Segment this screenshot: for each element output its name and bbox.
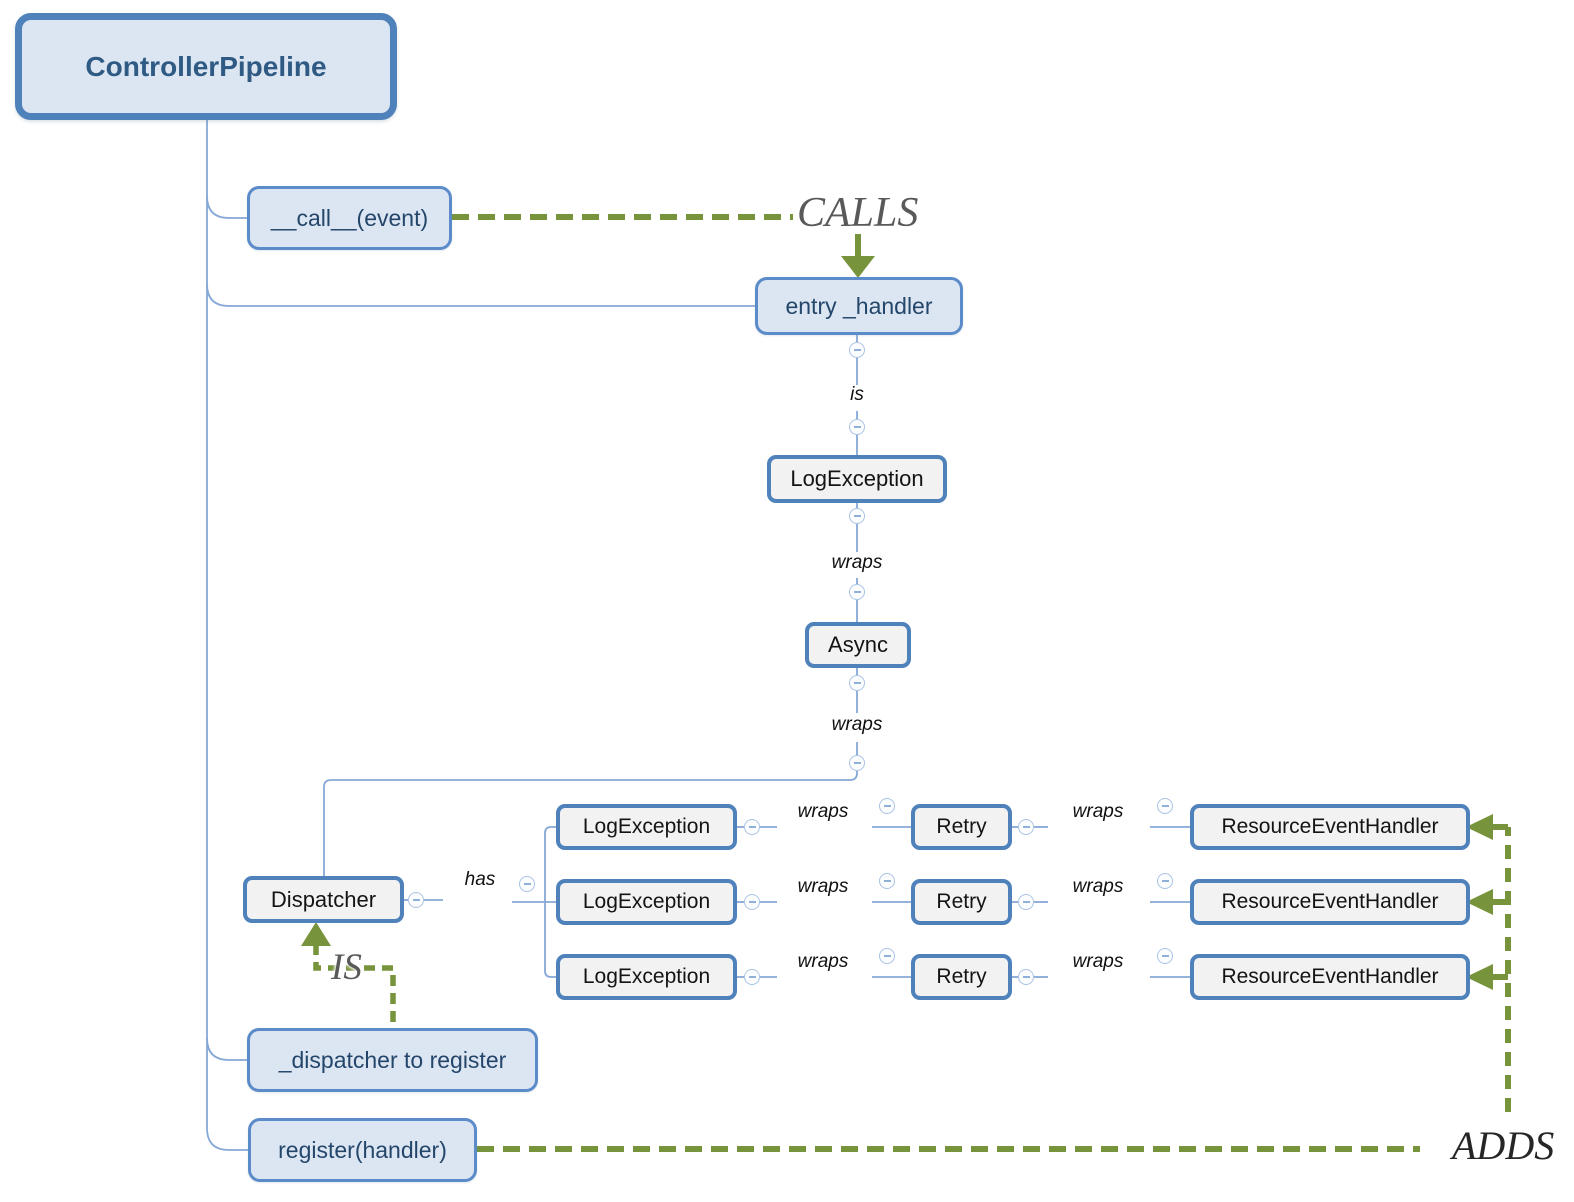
adds-arrowhead: [1466, 814, 1493, 840]
collapse-minus-icon[interactable]: [849, 755, 865, 771]
node-call-method[interactable]: __call__(event): [247, 186, 452, 250]
collapse-minus-icon[interactable]: [1018, 819, 1034, 835]
node-register-method[interactable]: register(handler): [248, 1118, 477, 1182]
collapse-minus-icon[interactable]: [1157, 948, 1173, 964]
relation-label-calls: CALLS: [797, 190, 919, 236]
calls-arrowhead: [841, 256, 875, 278]
collapse-minus-icon[interactable]: [744, 969, 760, 985]
collapse-minus-icon[interactable]: [849, 508, 865, 524]
node-resource-event-handler-row[interactable]: ResourceEventHandler: [1190, 954, 1470, 1000]
edge-label-wraps: wraps: [1072, 951, 1124, 972]
collapse-minus-icon[interactable]: [849, 584, 865, 600]
edge-label-wraps: wraps: [797, 951, 849, 972]
collapse-minus-icon[interactable]: [1018, 969, 1034, 985]
edge-label-is: is: [850, 384, 864, 405]
edge-label-wraps: wraps: [831, 552, 883, 573]
collapse-minus-icon[interactable]: [1157, 873, 1173, 889]
relation-arrows: [301, 214, 1511, 1152]
node-resource-event-handler-row[interactable]: ResourceEventHandler: [1190, 879, 1470, 925]
collapse-minus-icon[interactable]: [1157, 798, 1173, 814]
node-controller-pipeline[interactable]: ControllerPipeline: [15, 13, 397, 120]
edge-label-wraps: wraps: [831, 714, 883, 735]
collapse-minus-icon[interactable]: [879, 948, 895, 964]
edge-label-wraps: wraps: [797, 876, 849, 897]
relation-label-adds: ADDS: [1452, 1123, 1555, 1168]
node-log-exception[interactable]: LogException: [767, 455, 947, 503]
collapse-minus-icon[interactable]: [849, 675, 865, 691]
collapse-minus-icon[interactable]: [408, 892, 424, 908]
node-async[interactable]: Async: [805, 622, 911, 668]
edge-label-wraps: wraps: [797, 801, 849, 822]
node-retry-row[interactable]: Retry: [911, 804, 1012, 850]
node-log-exception-row[interactable]: LogException: [556, 954, 737, 1000]
collapse-minus-icon[interactable]: [1018, 894, 1034, 910]
collapse-minus-icon[interactable]: [879, 873, 895, 889]
edge-label-has: has: [464, 869, 496, 890]
node-resource-event-handler-row[interactable]: ResourceEventHandler: [1190, 804, 1470, 850]
collapse-minus-icon[interactable]: [744, 894, 760, 910]
node-retry-row[interactable]: Retry: [911, 879, 1012, 925]
collapse-minus-icon[interactable]: [744, 819, 760, 835]
node-dispatcher[interactable]: Dispatcher: [243, 876, 404, 923]
collapse-minus-icon[interactable]: [519, 876, 535, 892]
node-dispatcher-field[interactable]: _dispatcher to register: [247, 1028, 538, 1092]
edge-label-wraps: wraps: [1072, 801, 1124, 822]
node-retry-row[interactable]: Retry: [911, 954, 1012, 1000]
adds-arrowhead: [1466, 964, 1493, 990]
collapse-minus-icon[interactable]: [849, 419, 865, 435]
edge-label-wraps: wraps: [1072, 876, 1124, 897]
node-log-exception-row[interactable]: LogException: [556, 879, 737, 925]
relation-label-is: IS: [331, 947, 362, 988]
node-entry-handler[interactable]: entry _handler: [755, 277, 963, 335]
adds-arrowhead: [1466, 889, 1493, 915]
collapse-minus-icon[interactable]: [849, 342, 865, 358]
tree-connectors: [206, 120, 1190, 1151]
collapse-minus-icon[interactable]: [879, 798, 895, 814]
node-log-exception-row[interactable]: LogException: [556, 804, 737, 850]
is-arrowhead: [301, 922, 331, 946]
